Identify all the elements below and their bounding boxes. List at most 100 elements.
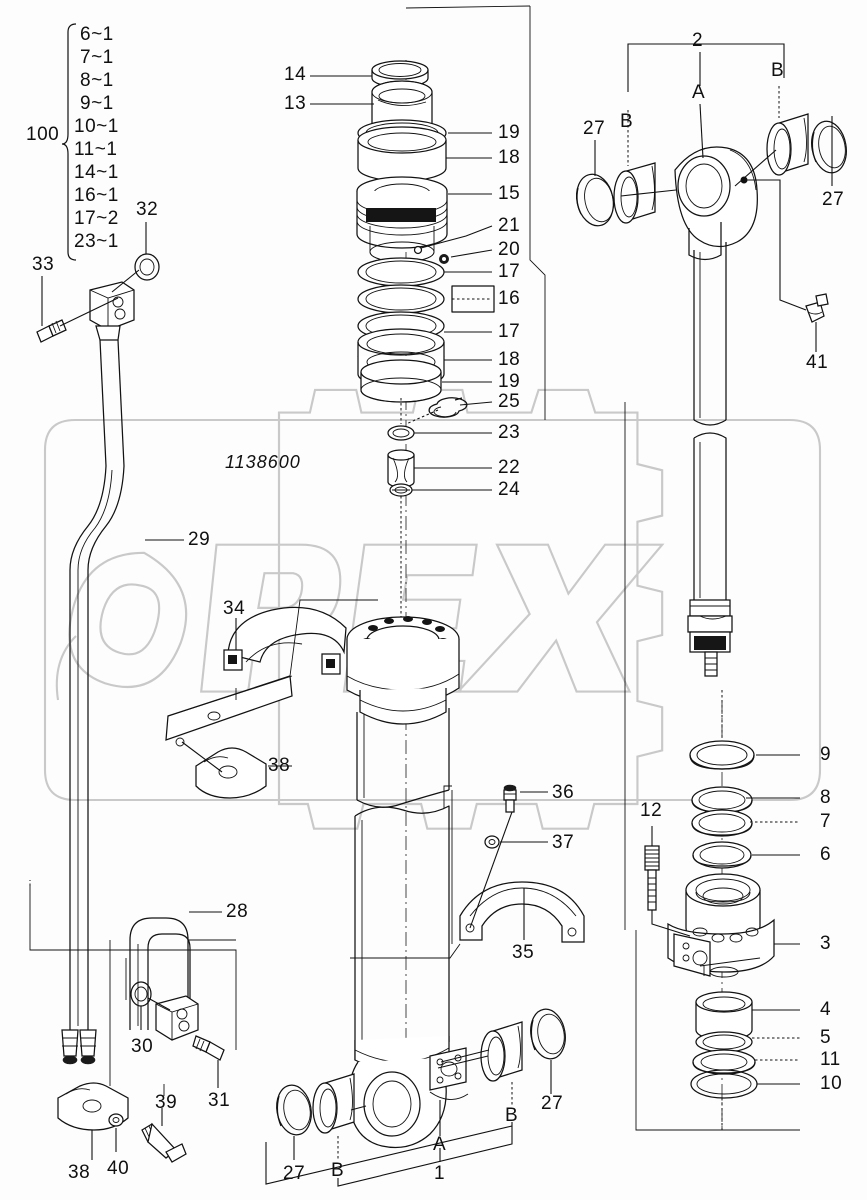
leader-B-pointer-right [437,1055,489,1069]
callout-A-top: A [692,82,706,103]
part-23-washer [387,425,415,441]
leader-33-pointer [59,297,119,327]
callout-3: 3 [820,933,832,954]
callout-25: 25 [498,391,521,412]
callout-B-bottom-right: B [505,1105,519,1126]
part-27-seal-botright [530,1008,566,1060]
callout-28: 28 [226,901,249,922]
callout-27-top-right: 27 [822,189,845,210]
part-7-ring [691,809,753,837]
part-5-ring [695,1031,753,1053]
valve-block-lower [155,995,199,1041]
group-item-8: 17~2 [74,208,119,229]
part-6-ring [692,841,752,869]
callout-5: 5 [820,1027,832,1048]
callout-21: 21 [498,215,521,236]
callout-18-upper: 18 [498,147,521,168]
support-arm [165,675,293,747]
callout-9: 9 [820,744,832,765]
part-32-oring [134,253,160,281]
part-28-tube [129,917,191,1030]
callout-33: 33 [32,254,55,275]
leader-25 [459,401,493,406]
part-22-bushing [387,449,415,488]
part-16-ring-a [357,284,445,314]
callout-27-top-left: 27 [583,118,606,139]
part-21-pin [413,245,423,255]
callout-35: 35 [512,942,535,963]
group-item-1: 7~1 [80,47,114,68]
callout-14: 14 [284,64,307,85]
callout-23: 23 [498,422,521,443]
part-8-ring [691,786,753,814]
leader-2-left [627,43,700,92]
group-item-4: 10~1 [74,116,119,137]
callout-34: 34 [223,598,246,619]
callout-15: 15 [498,183,521,204]
callout-39: 39 [155,1092,178,1113]
part-27-seal-botleft [276,1084,312,1136]
part-4-spacer [695,991,753,1041]
group-item-9: 23~1 [74,231,119,252]
callout-B-top-right: B [771,60,785,81]
part-12-bolt [644,845,660,911]
part-29-tube-pair [61,465,125,1065]
part-A-rod-eye [674,146,758,261]
callout-32: 32 [136,199,159,220]
part-B-bushing-topright [766,113,809,176]
callout-19-lower: 19 [498,371,521,392]
leader-20 [450,249,493,258]
group-item-6: 14~1 [74,162,119,183]
callout-1: 1 [434,1163,446,1184]
callout-13: 13 [284,93,307,114]
callout-8: 8 [820,787,832,808]
part-B-bushing-topleft [613,162,656,224]
part-27-seal-topleft [575,173,615,227]
part-11-ring [692,1049,756,1075]
callout-17-upper: 17 [498,261,521,282]
group-label-100: 100 [26,124,60,145]
piston-rod [687,242,733,677]
callout-6: 6 [820,844,832,865]
callout-37: 37 [552,832,575,853]
leader-36-shaft [469,811,513,929]
callout-B-top-left: B [620,111,634,132]
callout-19-upper: 19 [498,122,521,143]
part-B-bushing-botleft [312,1073,355,1134]
callout-30: 30 [131,1036,154,1057]
leader-A-top [699,103,704,159]
part-33-bolt [36,319,67,343]
callout-7: 7 [820,811,832,832]
callout-17-lower: 17 [498,321,521,342]
callout-36: 36 [552,782,575,803]
callout-27-bottom-right: 27 [541,1093,564,1114]
part-9-ring [689,740,755,770]
valve-block-upper [89,281,135,467]
leader-B-pointer-left [350,1105,367,1111]
callout-38-upper: 38 [268,755,291,776]
callout-22: 22 [498,457,521,478]
callout-20: 20 [498,239,521,260]
callout-16: 16 [498,288,521,309]
part-3-gland [667,873,775,978]
group-item-3: 9~1 [80,93,114,114]
callout-2: 2 [692,30,704,51]
part-18-band-upper [357,126,447,182]
callout-27-bottom-left: 27 [283,1163,306,1184]
part-25-snap-ring [428,397,468,418]
callout-12: 12 [640,800,663,821]
leader-32-pointer [111,269,140,293]
part-38-saddle-upper [195,747,267,799]
part-34-clamp [223,606,347,675]
leader-12-target [651,910,691,937]
part-B-bushing-botright [480,1021,523,1082]
group-item-2: 8~1 [80,70,114,91]
callout-A-bottom: A [433,1134,447,1155]
part-36-bolt [503,784,517,813]
callout-B-bottom-left: B [331,1160,345,1181]
part-15-piston [356,176,448,263]
leader-2-right [700,43,785,78]
callout-24: 24 [498,479,521,500]
